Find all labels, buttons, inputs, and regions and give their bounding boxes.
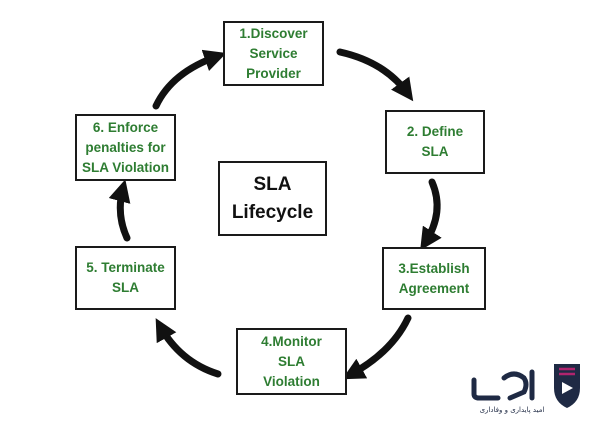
arrow-step1-to-step2 (336, 48, 414, 102)
step-4-monitor-sla-violation: 4.Monitor SLA Violation (236, 328, 347, 395)
arrow-step2-to-step3 (420, 178, 442, 251)
brand-logo-graphic: امید پایداری و وفاداری (471, 364, 580, 414)
arrow-step4-to-step5 (155, 318, 222, 378)
brand-logo: امید پایداری و وفاداری (470, 358, 585, 416)
brand-tagline: امید پایداری و وفاداری (480, 406, 545, 414)
center-sla-lifecycle: SLA Lifecycle (218, 161, 327, 236)
step-5-terminate-sla: 5. Terminate SLA (75, 246, 176, 310)
arrow-step6-to-step1 (152, 49, 227, 110)
step-1-discover-service-provider: 1.Discover Service Provider (223, 21, 324, 86)
arrow-step3-to-step4 (342, 314, 412, 380)
step-6-enforce-penalties: 6. Enforce penalties for SLA Violation (75, 114, 176, 181)
arrow-step5-to-step6 (108, 179, 131, 242)
step-2-define-sla: 2. Define SLA (385, 110, 485, 174)
step-3-establish-agreement: 3.Establish Agreement (382, 247, 486, 310)
